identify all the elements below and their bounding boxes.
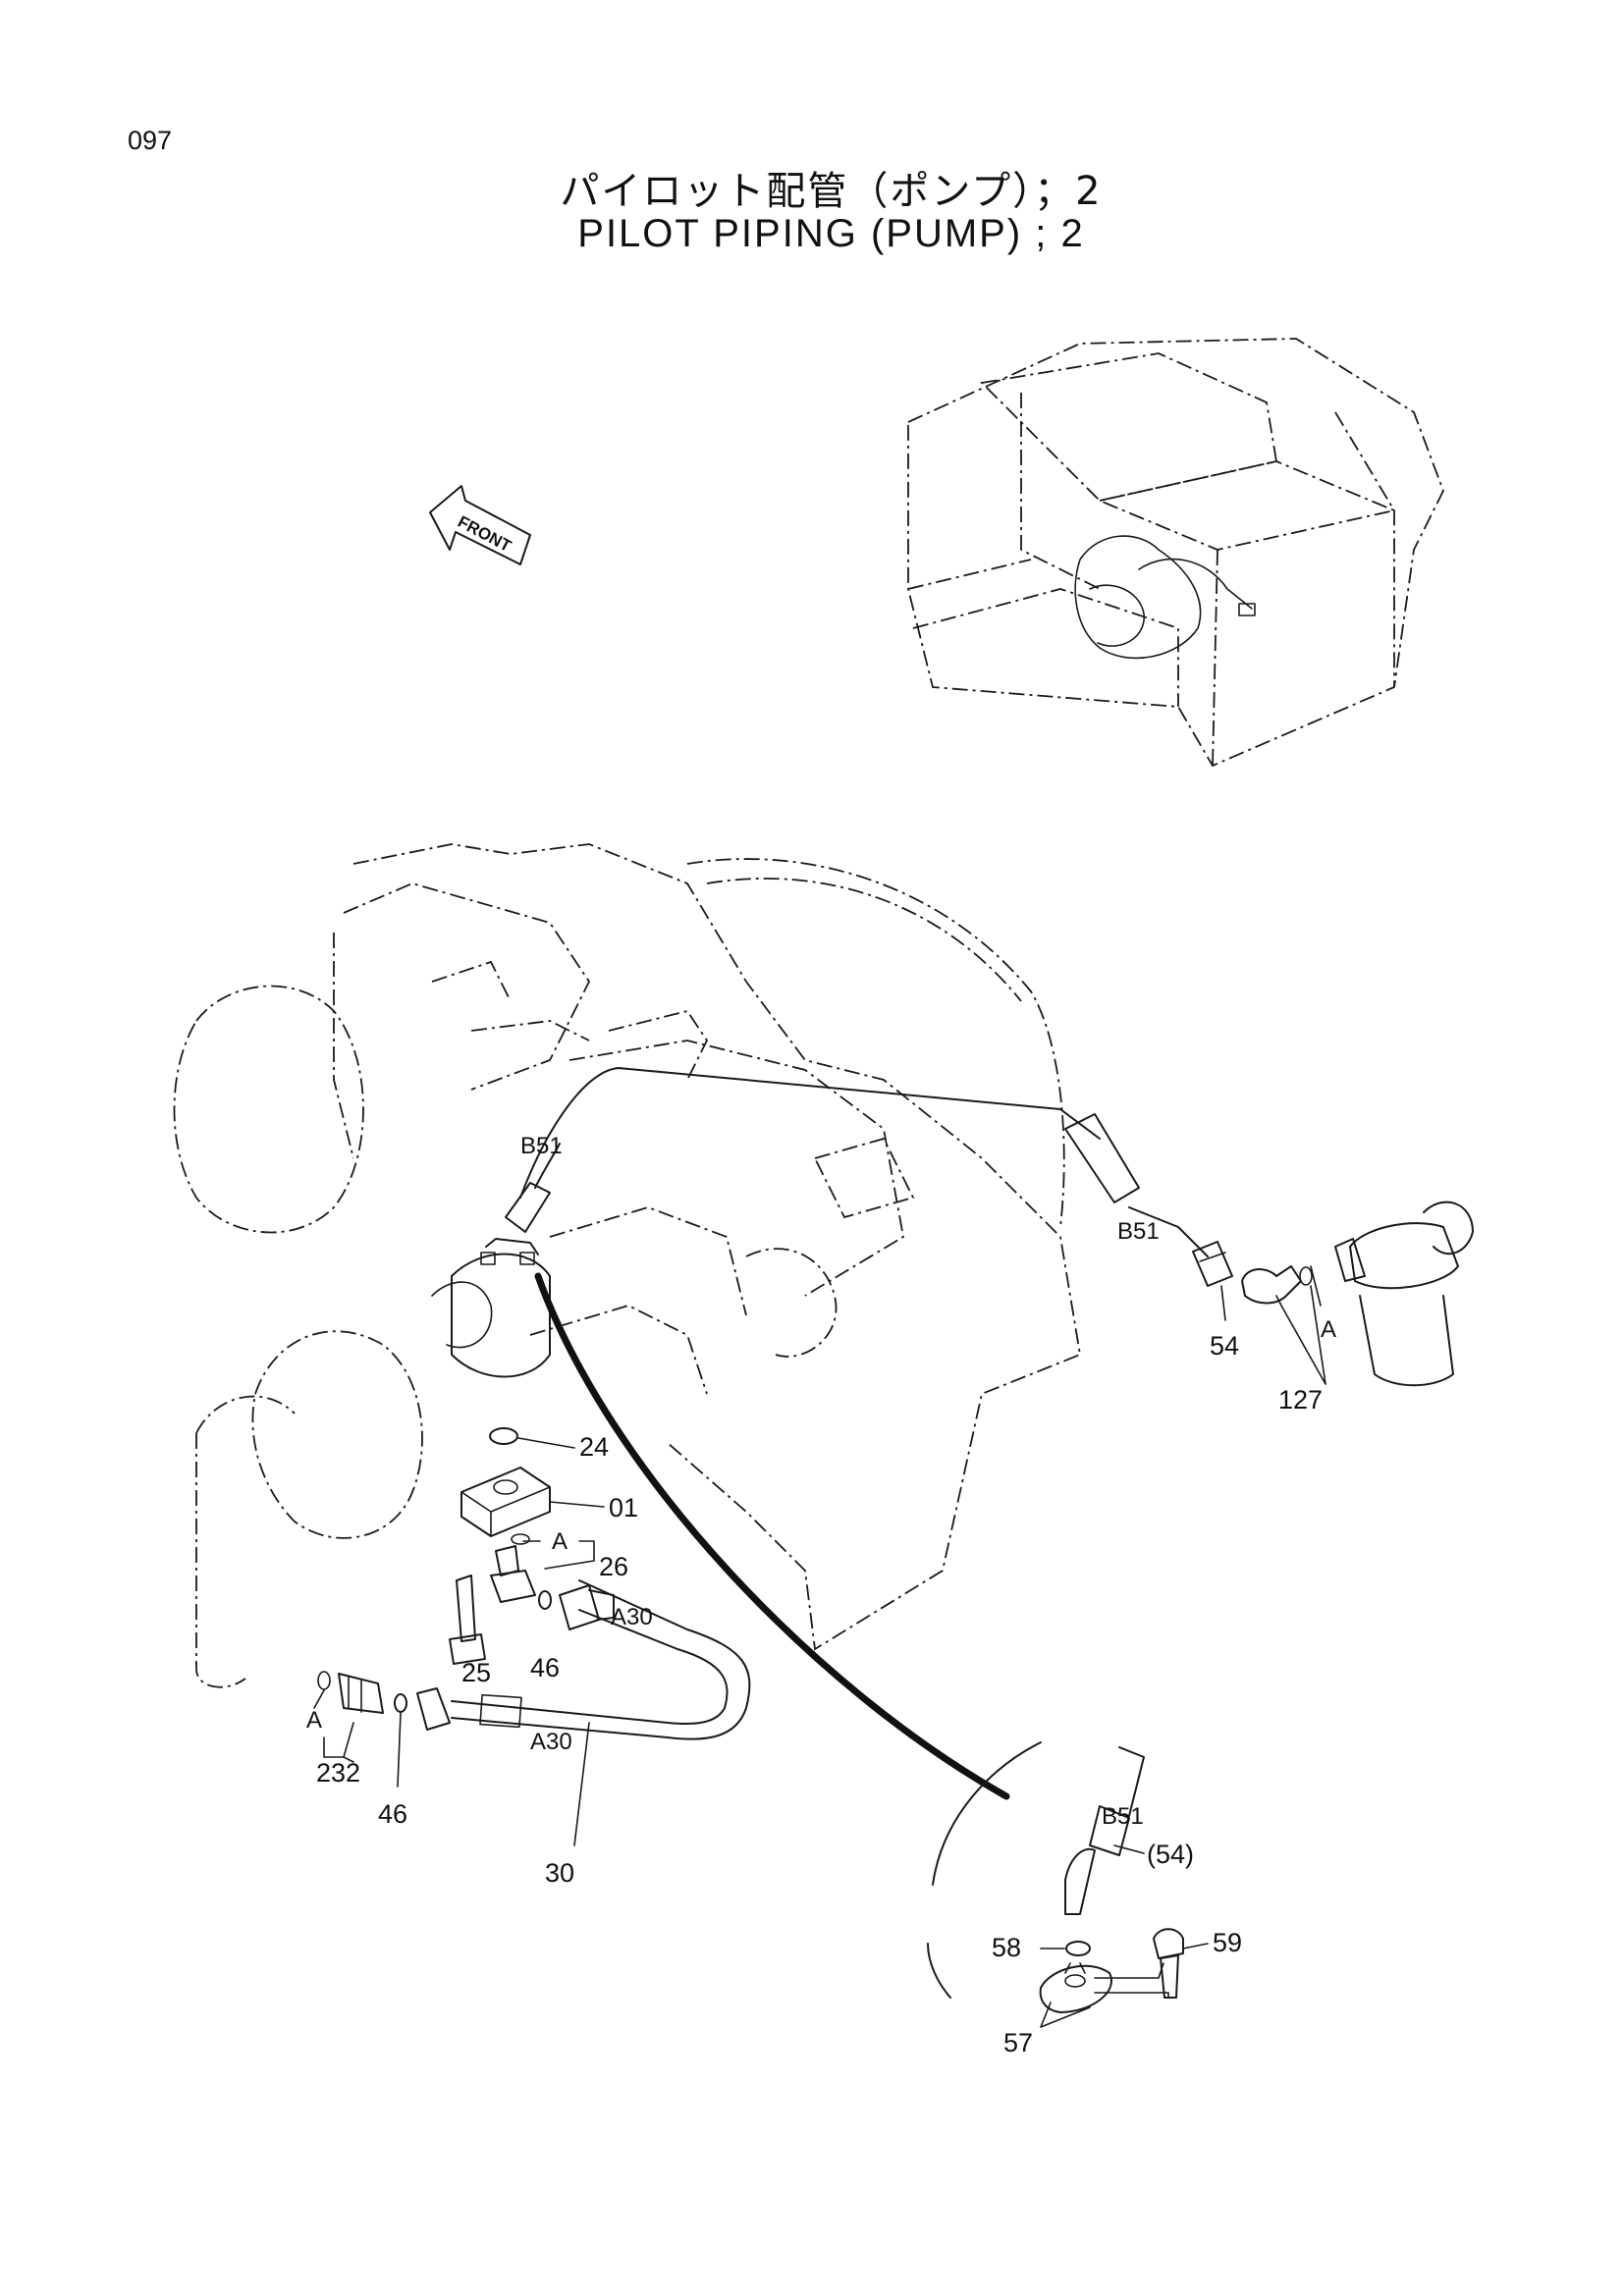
part-46-o-ring-upper <box>538 1590 552 1610</box>
a30-upper-fitting <box>559 1584 615 1630</box>
connection-marks: A A A <box>306 1316 1336 1734</box>
hose-b51-long <box>505 1067 1209 1257</box>
callout-24: 24 <box>579 1432 609 1462</box>
part-24-o-ring <box>489 1427 518 1445</box>
part-46-o-ring-lower <box>394 1693 407 1713</box>
pump-assembly-illustration <box>173 843 1082 1688</box>
part-59-bolt <box>1153 1928 1184 1999</box>
tag-b51-pump: B51 <box>520 1133 563 1159</box>
callout-26: 26 <box>599 1552 628 1581</box>
callout-46-lower: 46 <box>378 1799 407 1829</box>
callout-25: 25 <box>461 1658 491 1687</box>
pilot-filter <box>1334 1201 1474 1387</box>
mark-a-filter: A <box>1321 1316 1336 1343</box>
part-callouts: 24 01 26 25 46 46 232 30 54 127 (54) 58 … <box>316 1331 1323 2057</box>
title-english: PILOT PIPING (PUMP) ; 2 <box>577 212 1085 255</box>
tag-b51-filter: B51 <box>1117 1218 1160 1245</box>
callout-54: 54 <box>1210 1331 1239 1361</box>
hose-a30 <box>451 1579 751 1740</box>
front-arrow-label: FRONT <box>455 512 514 557</box>
part-58-o-ring <box>1065 1941 1091 1956</box>
page-number: 097 <box>128 126 173 155</box>
part-01-block <box>460 1467 551 1537</box>
mark-a-block: A <box>552 1528 568 1555</box>
part-54-fitting <box>1192 1241 1233 1287</box>
part-25-bolt <box>449 1575 486 1665</box>
callout-46-upper: 46 <box>530 1653 560 1682</box>
part-127-elbow <box>1241 1265 1313 1305</box>
tag-b51-detail: B51 <box>1102 1803 1144 1830</box>
mark-a-fitting: A <box>306 1707 322 1734</box>
tag-a30-upper: A30 <box>611 1604 653 1630</box>
callout-54-reference: (54) <box>1147 1840 1194 1869</box>
title-japanese: パイロット配管（ポンプ）；2 <box>560 169 1103 214</box>
detail-callout-arc <box>927 1741 1042 1999</box>
callout-01: 01 <box>609 1493 638 1522</box>
callout-59: 59 <box>1213 1928 1242 1957</box>
part-26-fitting <box>490 1533 536 1603</box>
machine-overview-illustration <box>907 338 1444 768</box>
hose-tags: B51 B51 B51 A30 A30 <box>520 1133 1160 1830</box>
part-232-fitting <box>317 1671 384 1714</box>
callout-232: 232 <box>316 1758 360 1788</box>
pilot-hose-heavy-line <box>534 1272 1010 1800</box>
a30-lower-fitting <box>416 1687 451 1731</box>
callout-58: 58 <box>992 1933 1021 1962</box>
tag-a30-lower: A30 <box>530 1729 572 1755</box>
part-57-flange <box>1039 1962 1112 2013</box>
callout-127: 127 <box>1278 1385 1323 1415</box>
detail-hose-end <box>1064 1746 1145 1915</box>
front-direction-arrow: FRONT <box>429 485 531 565</box>
callout-57: 57 <box>1003 2028 1033 2057</box>
leader-lines <box>313 1265 1326 2028</box>
callout-30: 30 <box>545 1858 574 1888</box>
